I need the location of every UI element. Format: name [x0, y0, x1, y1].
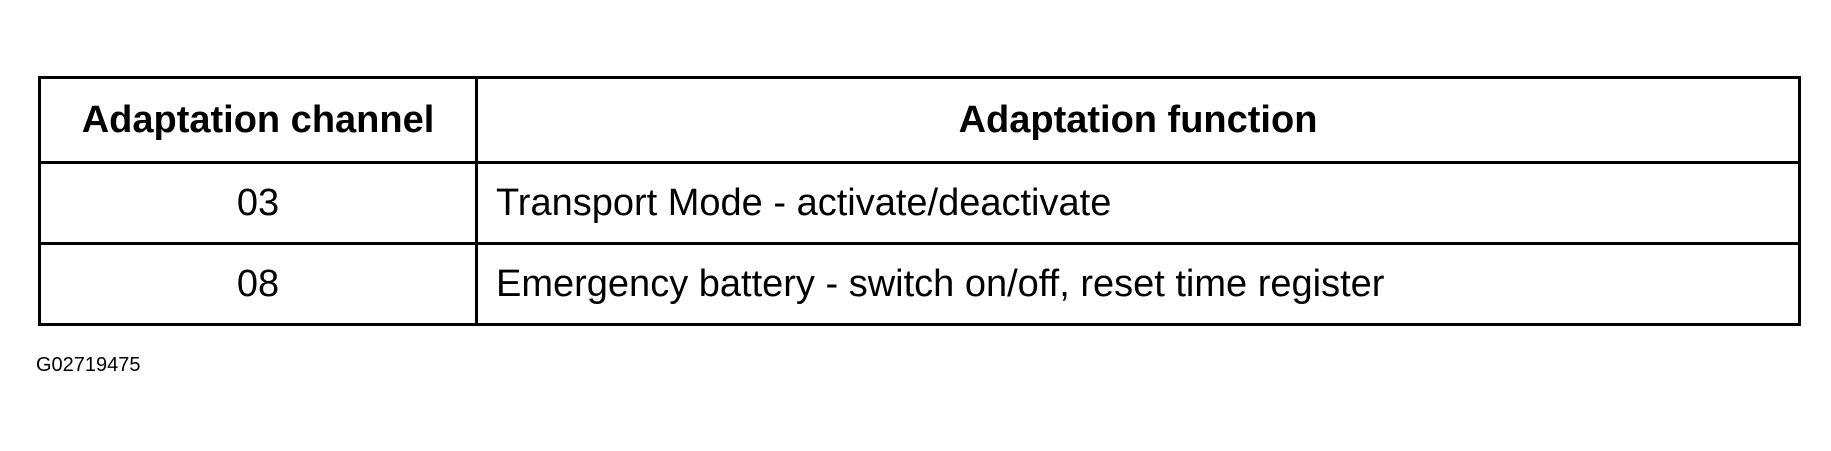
figure-id-label: G02719475 — [36, 354, 141, 376]
channel-cell: 08 — [38, 242, 478, 326]
table-row: 03 Transport Mode - activate/deactivate — [38, 161, 1801, 245]
adaptation-table: Adaptation channel Adaptation function 0… — [38, 76, 1801, 326]
table-row: 08 Emergency battery - switch on/off, re… — [38, 242, 1801, 326]
header-adaptation-function: Adaptation function — [475, 76, 1801, 164]
header-adaptation-channel: Adaptation channel — [38, 76, 478, 164]
table-header-row: Adaptation channel Adaptation function — [38, 76, 1801, 164]
function-cell: Emergency battery - switch on/off, reset… — [475, 242, 1801, 326]
function-cell: Transport Mode - activate/deactivate — [475, 161, 1801, 245]
adaptation-table-container: Adaptation channel Adaptation function 0… — [38, 76, 1801, 326]
channel-cell: 03 — [38, 161, 478, 245]
